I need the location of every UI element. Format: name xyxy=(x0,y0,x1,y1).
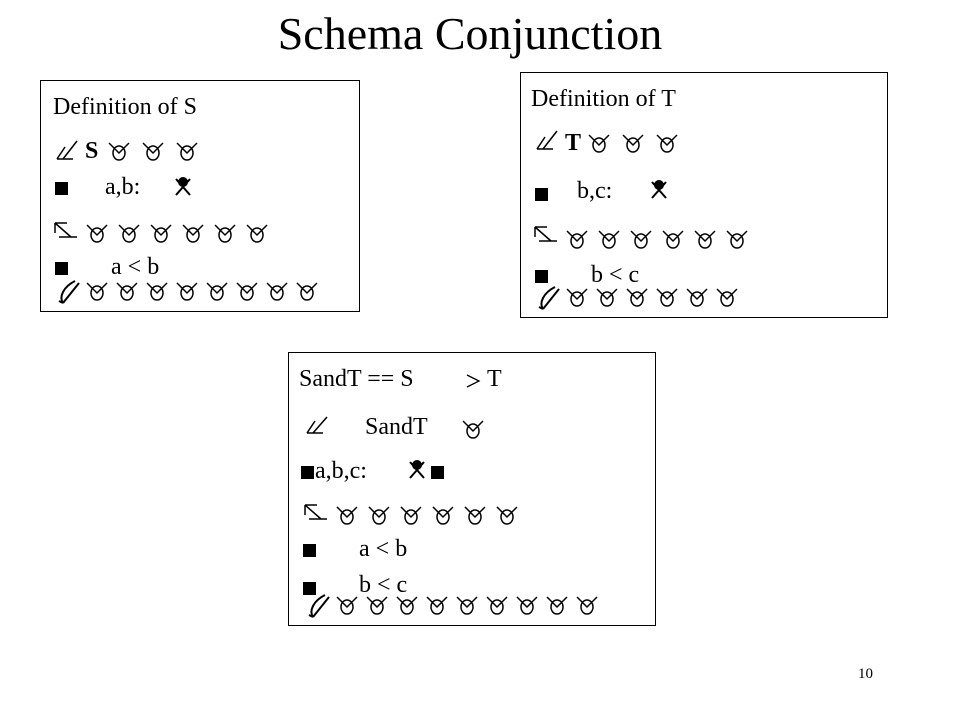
schema-top-corner-icon xyxy=(56,140,78,160)
schema-t-bottom-segments xyxy=(561,285,741,318)
schema-t-name: T xyxy=(565,130,582,156)
horizontal-line-icon xyxy=(336,506,518,525)
schema-bottom-corner-icon xyxy=(55,277,83,310)
schema-t-divider-segments xyxy=(561,227,761,260)
natural-numbers-icon xyxy=(407,459,427,486)
horizontal-line-icon xyxy=(566,230,748,249)
schema-sandt-predicate-1: a < b xyxy=(359,536,408,562)
schema-s-declaration: a,b: xyxy=(105,174,141,200)
schema-t-predicate: b < c xyxy=(591,262,640,288)
schema-sandt-top-segments xyxy=(457,417,491,450)
slide-title: Schema Conjunction xyxy=(277,8,663,59)
horizontal-line-icon xyxy=(588,134,678,153)
schema-s-bottom-segments xyxy=(81,279,321,312)
schema-bottom-corner-icon xyxy=(305,591,333,624)
schema-s-predicate: a < b xyxy=(111,254,160,280)
schema-t-top-segments xyxy=(583,131,683,164)
schema-sandt-name: SandT xyxy=(365,414,428,440)
schema-s-top-segments xyxy=(103,139,203,172)
natural-numbers-icon xyxy=(173,176,193,203)
horizontal-line-icon xyxy=(336,596,598,615)
schema-divider-icon xyxy=(51,215,81,248)
schema-t-box: Definition of T T b,c: xyxy=(520,72,888,318)
vertical-bar-icon xyxy=(55,259,68,277)
schema-s-heading: Definition of S xyxy=(53,94,197,120)
schema-t-declaration: b,c: xyxy=(577,178,613,204)
schema-top-corner-icon xyxy=(301,413,331,446)
horizontal-line-icon xyxy=(108,142,198,161)
schema-sandt-declaration: a,b,c: xyxy=(315,458,367,484)
schema-sandt-box: SandT == S T SandT a,b,c: xyxy=(288,352,656,626)
logical-and-icon xyxy=(465,371,481,396)
schema-sandt-heading: SandT == S xyxy=(299,366,414,392)
vertical-bar-icon xyxy=(535,185,548,203)
schema-s-top-row xyxy=(51,135,81,168)
vertical-bar-icon xyxy=(303,579,316,597)
schema-sandt-bottom-segments xyxy=(331,593,601,626)
schema-divider-icon xyxy=(301,497,331,530)
horizontal-line-icon xyxy=(86,224,268,243)
schema-s-divider-segments xyxy=(81,221,281,254)
schema-bottom-corner-icon xyxy=(535,283,563,316)
schema-s-name: S xyxy=(85,138,99,164)
vertical-bar-icon xyxy=(535,267,548,285)
schema-s-box: Definition of S S a,b: xyxy=(40,80,360,312)
vertical-bar-icon xyxy=(55,179,68,197)
schema-sandt-predicate-2: b < c xyxy=(359,572,408,598)
schema-sandt-divider-segments xyxy=(331,503,531,536)
vertical-bar-icon xyxy=(431,463,444,481)
page-number: 10 xyxy=(858,666,873,682)
horizontal-line-icon xyxy=(566,288,738,307)
horizontal-line-icon xyxy=(86,282,318,301)
schema-top-corner-icon xyxy=(531,125,561,158)
schema-divider-icon xyxy=(531,219,561,252)
schema-sandt-heading-tail: T xyxy=(487,366,502,392)
vertical-bar-icon xyxy=(303,541,316,559)
natural-numbers-icon xyxy=(649,179,669,206)
vertical-bar-icon xyxy=(301,463,314,481)
schema-t-heading: Definition of T xyxy=(531,86,676,112)
horizontal-line-icon xyxy=(462,420,484,439)
